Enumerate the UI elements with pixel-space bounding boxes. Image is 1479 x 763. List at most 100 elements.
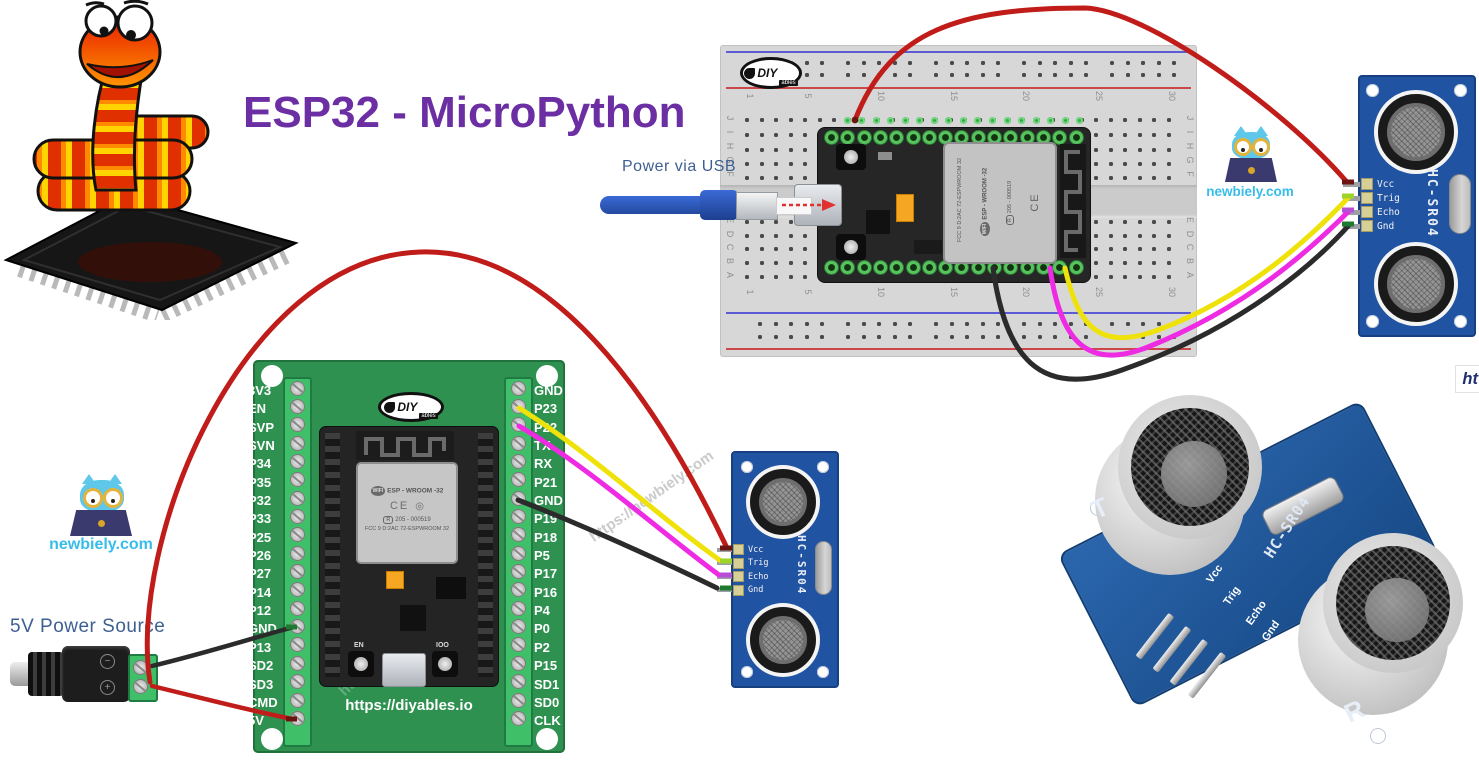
bb-column-number: 30 — [1167, 286, 1177, 297]
usb-plug-body — [700, 190, 738, 220]
sensor-model-label: HC-SR04 — [1424, 169, 1439, 238]
bb-hole — [803, 275, 808, 279]
bb-rail-hole — [1037, 335, 1042, 339]
screw-terminal — [511, 527, 526, 543]
esp32-pin-pad — [1068, 130, 1084, 145]
spiral-logo-icon — [409, 504, 424, 511]
pin-label: GND — [248, 621, 277, 637]
bb-rail-hole — [949, 322, 954, 326]
sensor-pin-row: Trig — [1343, 191, 1400, 205]
bb-hole — [788, 118, 793, 122]
bb-hole — [745, 118, 749, 122]
bb-hole — [1108, 133, 1113, 137]
bb-hole — [1137, 261, 1142, 265]
pin-label: P35 — [248, 474, 272, 490]
en-button — [348, 651, 374, 677]
mounting-hole — [1454, 315, 1467, 328]
sensor-pin-label: Vcc — [748, 544, 764, 555]
bb-rail-hole — [1022, 73, 1026, 77]
terminal-row — [285, 397, 310, 415]
bb-hole — [788, 261, 793, 265]
bb-hole — [745, 261, 749, 265]
bb-connected-hole — [858, 116, 866, 124]
sensor-pin-label: Gnd — [1377, 220, 1395, 232]
terminal-row — [506, 709, 531, 727]
pin-label: P13 — [248, 639, 272, 655]
mounting-hole — [1370, 728, 1386, 744]
esp32-expansion-board: https://diyables.io https://diyables.io … — [248, 360, 565, 753]
bb-hole — [745, 133, 749, 137]
terminal-row — [285, 581, 310, 599]
screw-terminal — [290, 454, 305, 470]
terminal-row — [285, 434, 310, 452]
pin-label: SD1 — [534, 676, 560, 692]
bb-hole — [1094, 162, 1099, 166]
bb-rail-hole — [996, 61, 1000, 65]
bb-hole — [788, 148, 793, 152]
mounting-hole — [1366, 315, 1379, 328]
chip-icon — [3, 194, 299, 320]
screw-terminal — [511, 637, 526, 653]
bb-connected-hole — [989, 116, 996, 124]
bb-hole — [774, 133, 779, 137]
screw-terminal — [290, 545, 305, 561]
bb-rail-hole — [773, 335, 778, 339]
capacitor — [386, 571, 404, 589]
diyables-icon — [384, 401, 396, 413]
bb-rail-hole — [892, 73, 897, 77]
pin-label: 3V3 — [248, 383, 272, 398]
terminal-row — [506, 654, 531, 672]
pin-label: P32 — [248, 493, 272, 509]
esp32-pin-pad — [824, 130, 839, 145]
bb-rail-hole — [1141, 322, 1145, 326]
pin-label: P27 — [248, 566, 272, 582]
esp32-pin-pad — [824, 260, 839, 275]
bb-row-letter: A — [725, 271, 735, 278]
power-via-usb-label: Power via USB — [622, 158, 737, 175]
bb-hole — [788, 275, 793, 279]
bb-column-number: 25 — [1094, 90, 1104, 101]
boot-button-label: IOO — [436, 642, 449, 649]
bb-column-number: 10 — [876, 286, 886, 297]
bb-column-number: 1 — [745, 289, 755, 295]
esp32-pin-pad — [856, 130, 872, 145]
bb-rail-hole — [877, 73, 881, 77]
pin-label: P12 — [248, 603, 272, 619]
pin-stub — [717, 574, 732, 579]
bb-rail-hole — [820, 322, 824, 326]
esp32-pin-pad — [840, 260, 856, 275]
usb-plug-tip — [776, 197, 812, 215]
bb-hole — [759, 148, 764, 152]
bb-hole — [1166, 148, 1171, 152]
esp32-pin-pad — [840, 130, 856, 145]
screw-terminal — [290, 380, 305, 396]
screw-terminal — [511, 435, 526, 451]
screw-terminal — [511, 509, 526, 525]
bb-hole — [745, 162, 749, 166]
bb-hole — [1152, 118, 1157, 122]
usb-cable — [600, 196, 712, 214]
screw-terminal — [511, 472, 526, 488]
terminal-row — [285, 507, 310, 525]
sensor-pins: Vcc Trig Echo Gnd — [717, 543, 768, 597]
screw-terminal — [511, 454, 526, 470]
terminal-row — [506, 397, 531, 415]
bb-rail-hole — [1037, 322, 1042, 326]
pin-label: GND — [534, 383, 563, 398]
pin-label: SD0 — [534, 694, 560, 710]
bb-rail-hole — [1022, 322, 1026, 326]
diyables-url: https://diyables.io — [345, 697, 473, 714]
bb-rail-hole — [1141, 61, 1145, 65]
bb-hole — [1108, 234, 1113, 238]
terminal-row — [506, 544, 531, 562]
bb-hole — [745, 220, 749, 224]
bb-hole — [1094, 220, 1099, 224]
bb-hole — [1152, 133, 1157, 137]
diyables-icon — [744, 67, 756, 79]
pin-stub — [1343, 209, 1360, 215]
bb-hole — [1152, 247, 1157, 251]
pin-pad — [733, 584, 744, 596]
bb-hole — [774, 275, 779, 279]
mounting-hole — [817, 666, 829, 678]
bb-rail-hole — [908, 335, 912, 339]
